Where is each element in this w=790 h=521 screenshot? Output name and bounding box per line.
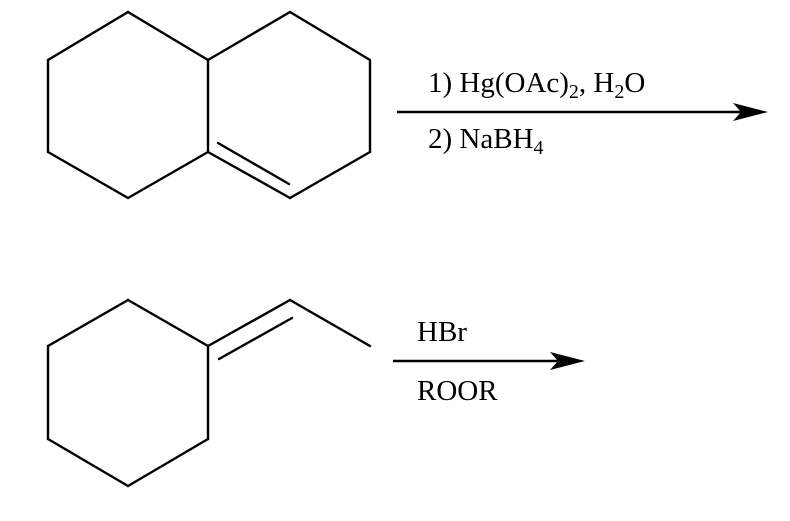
bond [126,10,210,62]
bond [288,150,372,200]
bond [126,298,210,348]
reagent-hbr-label: HBr [417,316,467,348]
bond [206,10,292,62]
reagent-text: O [624,67,646,99]
reagent-step-2-label: 2) NaBH4 [428,123,544,159]
reagent-text: , H [578,67,615,99]
bond [206,298,292,348]
double-bond-inner-line [216,141,291,186]
subscript: 2 [568,81,579,103]
subscript: 4 [533,137,544,159]
bond [46,298,130,348]
reagent-roor-label: ROOR [417,375,498,407]
subscript: 2 [614,81,625,103]
bond [126,150,210,200]
ethylidenecyclohexane-structure [46,298,372,488]
bond [126,437,210,488]
bond [206,150,292,200]
bond [288,10,372,62]
bond [288,298,372,348]
arrowhead-icon [733,103,768,121]
bond [46,10,130,62]
reaction-arrow-1 [397,103,768,121]
bicyclic-alkene-structure [46,10,372,200]
reaction-arrow-2 [393,352,585,370]
reagent-text: 2) NaBH [428,123,534,155]
reagent-text: 1) Hg(OAc) [428,67,569,99]
double-bond-inner-line [217,316,294,361]
bond [46,437,130,488]
reagent-step-1-label: 1) Hg(OAc)2, H2O [428,67,646,103]
bond [46,150,130,200]
arrowhead-icon [550,352,585,370]
